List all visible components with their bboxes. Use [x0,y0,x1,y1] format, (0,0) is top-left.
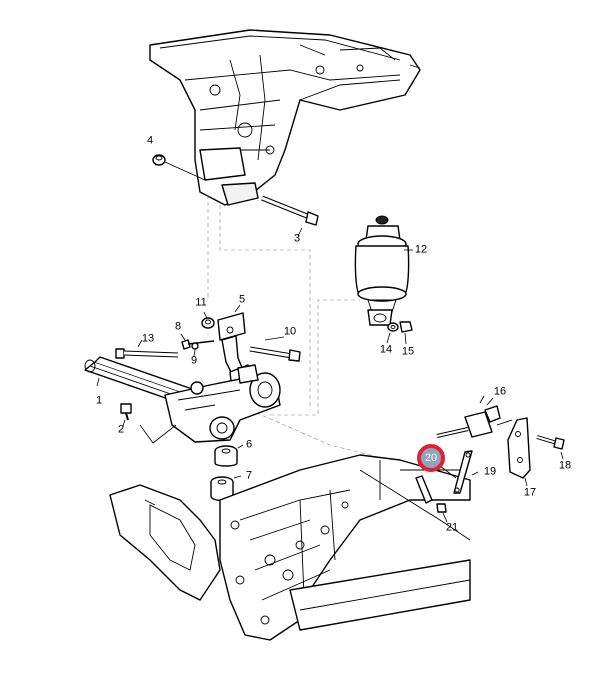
bolt-3 [261,195,319,226]
bolt-13 [115,348,179,359]
callout-16[interactable]: 16 [493,385,507,398]
nut-11 [201,317,215,329]
callout-7[interactable]: 7 [245,469,253,482]
control-arm-assembly [164,364,281,443]
height-sensor-16 [436,395,501,438]
washer-9 [191,342,199,350]
bolt-10 [249,346,301,362]
callout-17[interactable]: 17 [523,486,537,499]
air-spring-12 [354,215,410,326]
callout-12[interactable]: 12 [414,243,428,256]
callout-13[interactable]: 13 [141,332,155,345]
callout-21[interactable]: 21 [445,521,459,534]
callout-2[interactable]: 2 [117,423,125,436]
callout-18[interactable]: 18 [558,459,572,472]
callout-3[interactable]: 3 [293,232,301,245]
callout-19[interactable]: 19 [483,465,497,478]
callout-9[interactable]: 9 [190,354,198,367]
sensor-link-19 [453,450,473,494]
callout-6[interactable]: 6 [245,438,253,451]
sensor-bracket-17 [496,417,531,479]
callout-5[interactable]: 5 [238,293,246,306]
bolt-21 [436,503,447,513]
lower-link-bracket [415,475,433,504]
bolt-18 [536,435,565,450]
upper-body-mount-bracket [149,29,421,206]
callout-1[interactable]: 1 [95,394,103,407]
callout-15[interactable]: 15 [401,345,415,358]
callout-20-highlighted[interactable]: 20 [417,444,445,472]
washer-14 [387,322,399,332]
callout-11[interactable]: 11 [195,296,207,309]
callout-14[interactable]: 14 [379,343,393,356]
axle-tube-1 [84,356,196,404]
bolt-2 [120,403,132,421]
lower-frame-rail [109,454,471,641]
nut-15 [399,321,413,333]
callout-8[interactable]: 8 [174,320,182,333]
bushing-6 [214,445,238,467]
callout-4[interactable]: 4 [146,134,154,147]
nut-4 [152,154,166,166]
callout-10[interactable]: 10 [283,325,297,338]
